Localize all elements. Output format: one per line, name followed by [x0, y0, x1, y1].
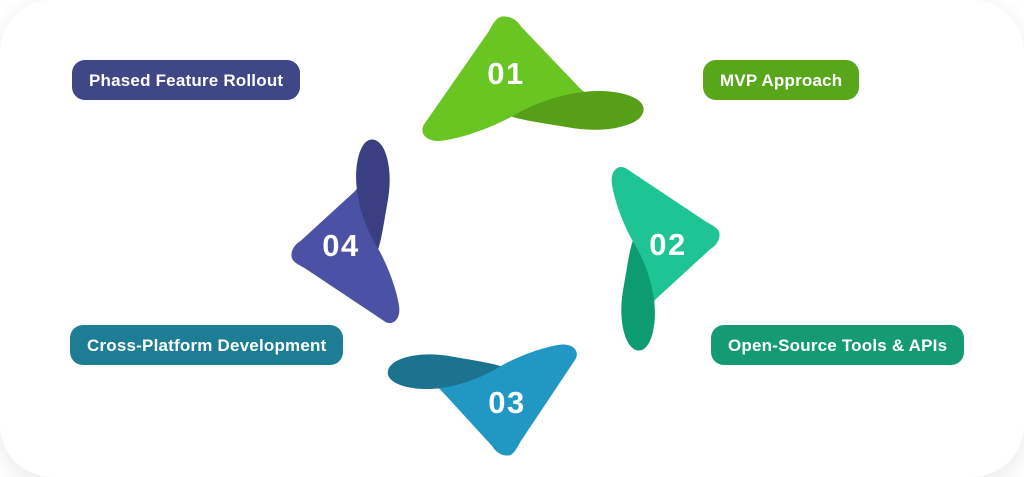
arrow-step-04	[291, 139, 400, 323]
arrow-step-01	[422, 16, 644, 141]
arrow-step-01-body	[422, 16, 586, 141]
step-number-01: 01	[487, 56, 525, 91]
arrow-step-01-fold	[511, 90, 644, 130]
badge-open-source-tools: Open-Source Tools & APIs	[711, 325, 965, 365]
arrow-step-03-body	[437, 344, 577, 456]
step-number-04: 04	[322, 228, 360, 263]
arrow-step-04-fold	[356, 139, 390, 249]
step-number-02: 02	[649, 227, 687, 262]
arrow-step-04-body	[291, 187, 400, 323]
arrow-step-03	[387, 344, 577, 456]
arrow-step-03-fold	[387, 354, 501, 390]
arrow-step-02	[611, 167, 720, 351]
badge-cross-platform-development: Cross-Platform Development	[70, 325, 344, 365]
arrow-step-02-body	[611, 167, 720, 303]
badge-phased-feature-rollout: Phased Feature Rollout	[72, 60, 301, 100]
badge-mvp-approach: MVP Approach	[703, 60, 860, 100]
step-number-03: 03	[488, 385, 526, 420]
arrow-step-02-fold	[621, 241, 655, 351]
